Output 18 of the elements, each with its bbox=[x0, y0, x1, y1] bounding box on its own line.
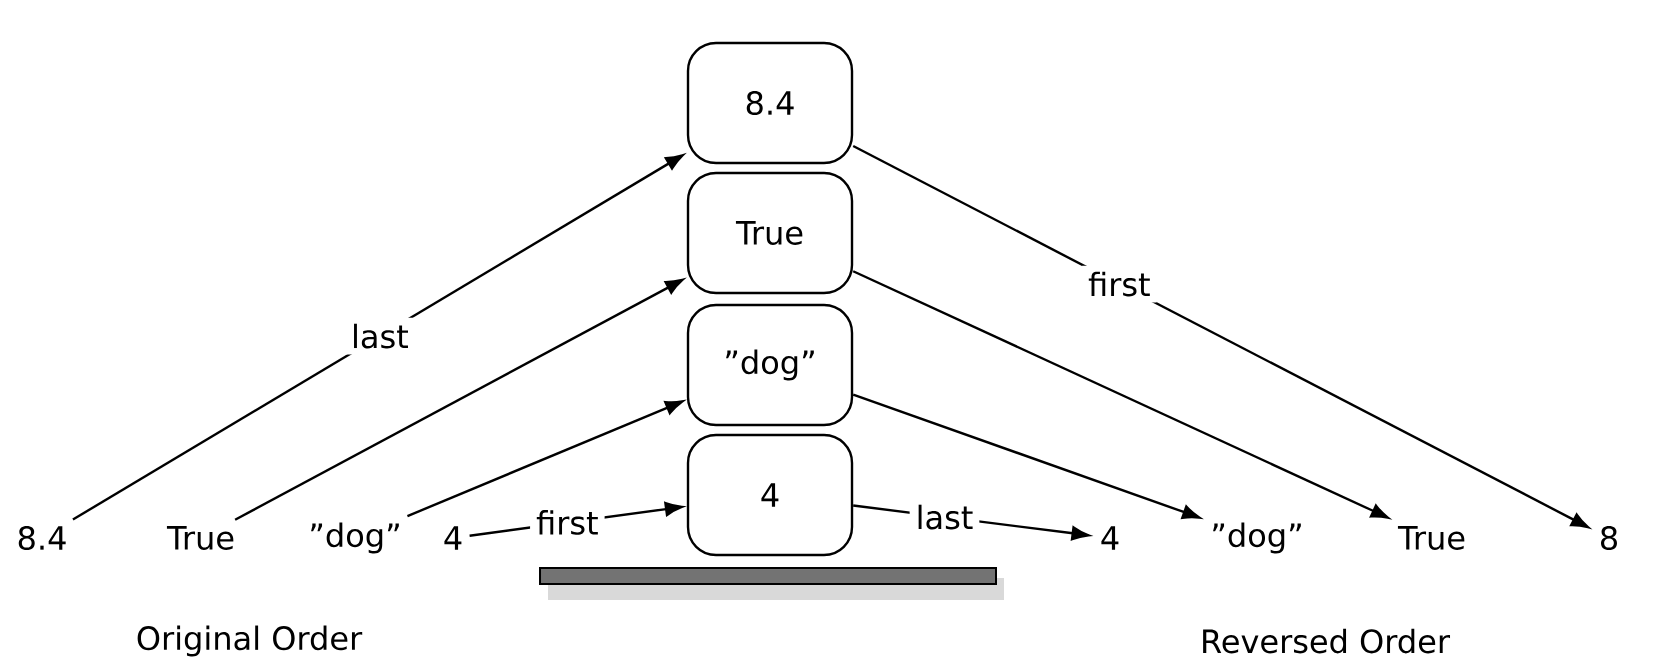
item-text: ”dog” bbox=[1213, 522, 1301, 554]
item-text: True bbox=[166, 526, 234, 550]
item-text: ”dog” bbox=[311, 522, 399, 554]
caption-text: Original Order bbox=[137, 625, 363, 657]
item-text: 4 bbox=[444, 526, 462, 550]
arrow bbox=[406, 400, 684, 518]
item-text: True bbox=[1397, 526, 1465, 550]
item-text: 4 bbox=[1101, 526, 1119, 550]
stack-box: True bbox=[686, 171, 854, 295]
item-text: 8.4 bbox=[18, 525, 66, 551]
stack-box: 8.4 bbox=[686, 41, 854, 165]
caption-text: Reversed Order bbox=[1203, 628, 1450, 654]
stack-box: 4 bbox=[686, 433, 854, 557]
item-text: 8 bbox=[1601, 525, 1617, 551]
edge-label: last bbox=[345, 317, 415, 355]
arrow bbox=[234, 278, 684, 521]
stack-box: ”dog” bbox=[686, 303, 854, 427]
arrow bbox=[72, 154, 684, 521]
